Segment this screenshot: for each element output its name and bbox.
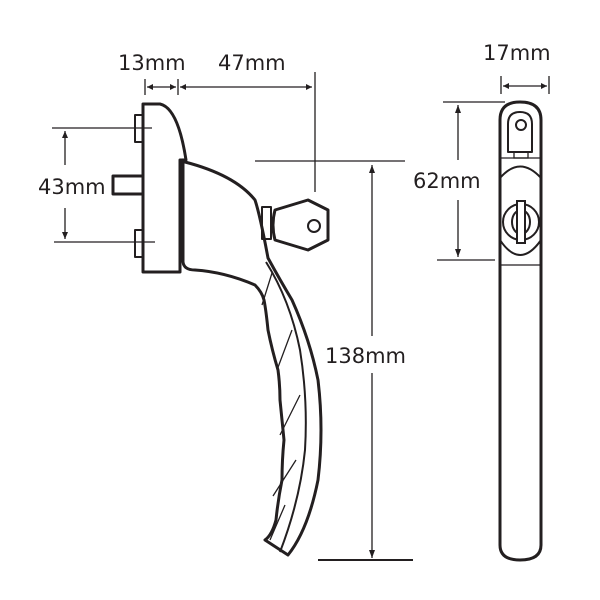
- front-body: [498, 100, 543, 562]
- dim-base-depth: 13mm: [118, 51, 186, 75]
- handle-body: [181, 158, 323, 557]
- handle-inner-line: [265, 261, 307, 553]
- side-view: [111, 102, 330, 557]
- front-tab-hole: [515, 119, 527, 131]
- dim-reach: 47mm: [218, 51, 286, 75]
- front-top-tab: [507, 111, 533, 153]
- spindle: [111, 174, 145, 196]
- lock-cylinder: [499, 165, 542, 256]
- dim-lock-height: 62mm: [413, 169, 481, 193]
- front-dimensions: 17mm 62mm: [413, 41, 551, 261]
- grip-facets: [261, 272, 301, 541]
- dim-spindle-spacing: 43mm: [38, 175, 106, 199]
- key-hole: [307, 219, 321, 233]
- bottom-screw: [134, 229, 144, 258]
- base-plate: [141, 102, 188, 274]
- side-dimensions: 13mm 47mm 43mm 138mm: [38, 51, 413, 561]
- key: [271, 198, 330, 252]
- lock-collar: [261, 206, 272, 240]
- dim-handle-length: 138mm: [325, 344, 406, 368]
- key-slot: [516, 200, 526, 244]
- dim-front-width: 17mm: [483, 41, 551, 65]
- front-view: [498, 100, 543, 562]
